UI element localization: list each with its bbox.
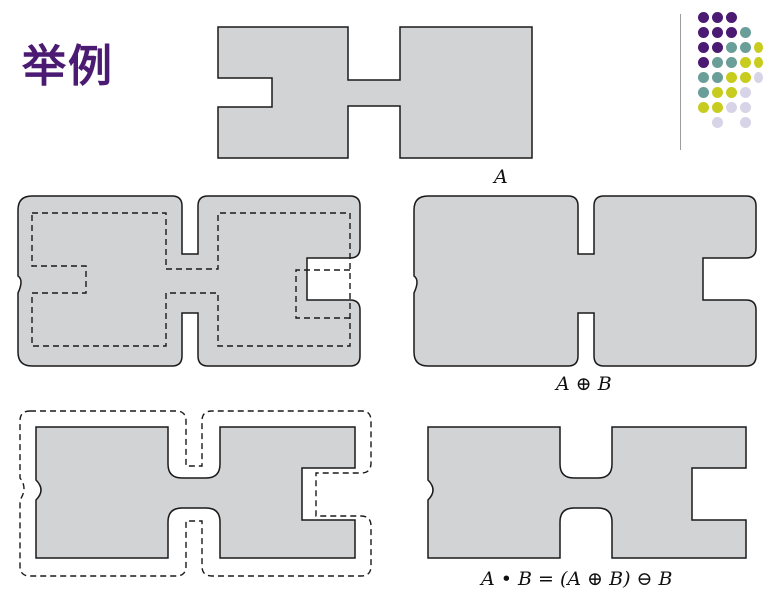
- dot: [698, 57, 709, 68]
- closing-with-overlay-shape: [35, 426, 356, 559]
- dot: [712, 87, 723, 98]
- closing-shape: [427, 426, 747, 559]
- dot: [726, 87, 737, 98]
- dot: [698, 87, 709, 98]
- caption-set-a: A: [494, 166, 508, 188]
- dot: [754, 57, 763, 68]
- dot: [740, 117, 751, 128]
- dot: [726, 12, 737, 23]
- dot: [712, 57, 723, 68]
- dot: [726, 72, 737, 83]
- dot: [698, 72, 709, 83]
- dilation-shape: [413, 195, 757, 367]
- dot: [726, 42, 737, 53]
- dot: [740, 42, 751, 53]
- dot: [740, 57, 751, 68]
- dot: [726, 57, 737, 68]
- dot: [740, 87, 751, 98]
- dot: [740, 72, 751, 83]
- dot: [712, 102, 723, 113]
- dot: [698, 12, 709, 23]
- dot: [712, 72, 723, 83]
- dot: [712, 27, 723, 38]
- dot: [698, 27, 709, 38]
- dot: [754, 72, 763, 83]
- dot: [712, 42, 723, 53]
- dot: [712, 12, 723, 23]
- dot: [726, 27, 737, 38]
- set-a-shape: [217, 26, 533, 159]
- slide-title: 举例: [22, 41, 114, 92]
- decorative-dot-grid: [690, 12, 763, 132]
- dilation-with-overlay-shape: [17, 195, 361, 367]
- caption-dilation: A ⊕ B: [556, 373, 612, 395]
- dot: [726, 102, 737, 113]
- decorative-divider: [680, 14, 681, 150]
- dot: [740, 102, 751, 113]
- dot: [740, 27, 751, 38]
- dot: [754, 42, 763, 53]
- original-set-dashed-outline: [31, 212, 351, 347]
- dot: [698, 42, 709, 53]
- caption-closing: A • B = (A ⊕ B) ⊖ B: [481, 568, 673, 590]
- dot: [712, 117, 723, 128]
- dot: [698, 102, 709, 113]
- dilated-set-dashed-outline: [19, 410, 372, 577]
